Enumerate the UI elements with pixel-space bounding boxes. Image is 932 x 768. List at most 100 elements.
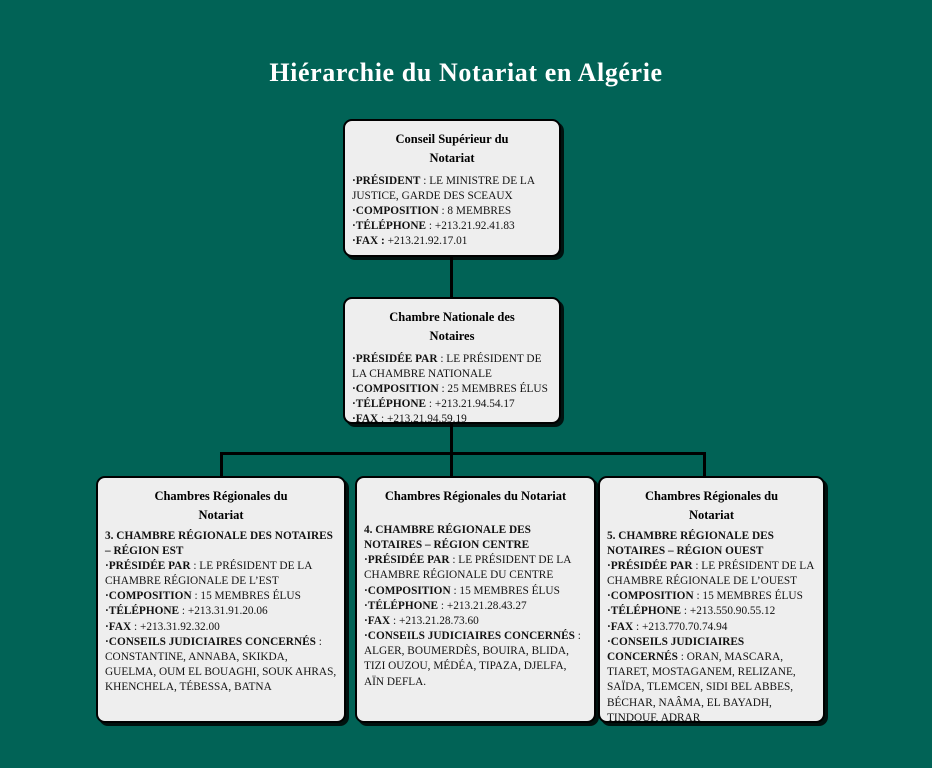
bullet-marker: · — [352, 382, 356, 395]
bullet-marker: · — [352, 352, 356, 365]
field-value: : 15 MEMBRES ÉLUS — [450, 584, 560, 597]
node-body: 3. CHAMBRE RÉGIONALE DES NOTAIRES – RÉGI… — [98, 525, 344, 704]
node-title: Chambre Nationale des Notaires — [345, 299, 559, 346]
node-field: ·COMPOSITION : 15 MEMBRES ÉLUS — [364, 584, 587, 599]
field-value: : ORAN, MASCARA, TIARET, MOSTAGANEM, REL… — [607, 651, 796, 723]
bullet-marker: · — [364, 599, 368, 612]
node-title-line-1: Conseil Supérieur du — [395, 132, 509, 146]
bullet-marker: · — [364, 630, 368, 643]
node-heading: 4. CHAMBRE RÉGIONALE DES NOTAIRES – RÉGI… — [364, 523, 531, 551]
field-value: +213.21.92.17.01 — [384, 235, 468, 248]
node-title: Chambres Régionales du Notariat — [600, 478, 823, 525]
node-conseil-superieur-du-notariat[interactable]: Conseil Supérieur du Notariat ·PRÉSIDENT… — [343, 119, 561, 257]
node-field: ·PRÉSIDÉE PAR : LE PRÉSIDENT DE LA CHAMB… — [607, 559, 816, 589]
node-chambre-regionale-region-est[interactable]: Chambres Régionales du Notariat 3. CHAMB… — [96, 476, 346, 723]
connector-drop-left — [220, 452, 223, 476]
node-field: ·COMPOSITION : 8 MEMBRES — [352, 204, 552, 219]
field-label: CONSEILS JUDICIAIRES CONCERNÉS — [367, 630, 575, 643]
connector-drop-center — [450, 452, 453, 476]
node-chambre-regionale-region-ouest[interactable]: Chambres Régionales du Notariat 5. CHAMB… — [598, 476, 825, 723]
node-field: ·CONSEILS JUDICIAIRES CONCERNÉS : ORAN, … — [607, 635, 816, 723]
field-label: TÉLÉPHONE — [355, 398, 427, 411]
node-field: ·PRÉSIDÉE PAR : LE PRÉSIDENT DE LA CHAMB… — [352, 352, 552, 382]
connector-horizontal-bar — [220, 452, 706, 455]
node-field: ·COMPOSITION : 25 MEMBRES ÉLUS — [352, 382, 552, 397]
field-value: : +213.21.92.41.83 — [426, 220, 515, 233]
node-chambre-regionale-region-centre[interactable]: Chambres Régionales du Notariat 4. CHAMB… — [355, 476, 596, 723]
node-field: ·CONSEILS JUDICIAIRES CONCERNÉS : ALGER,… — [364, 629, 587, 690]
node-field: ·FAX : +213.770.70.74.94 — [607, 620, 816, 635]
node-field: ·TÉLÉPHONE : +213.31.91.20.06 — [105, 604, 337, 619]
field-value: : +213.21.94.59.19 — [378, 413, 467, 424]
node-field: ·FAX : +213.21.28.73.60 — [364, 614, 587, 629]
node-heading: 5. CHAMBRE RÉGIONALE DES NOTAIRES – RÉGI… — [607, 529, 774, 557]
node-field: ·COMPOSITION : 15 MEMBRES ÉLUS — [607, 589, 816, 604]
field-value: : 15 MEMBRES ÉLUS — [191, 590, 301, 603]
field-label: CONSEILS JUDICIAIRES CONCERNÉS — [108, 635, 316, 648]
node-title-line-1: Chambres Régionales du Notariat — [384, 489, 567, 503]
field-label: COMPOSITION — [610, 590, 694, 603]
node-body: 4. CHAMBRE RÉGIONALE DES NOTAIRES – RÉGI… — [357, 519, 594, 698]
connector-vertical-top — [450, 257, 453, 297]
node-title-line-2: Notariat — [688, 507, 735, 522]
bullet-marker: · — [352, 413, 356, 424]
field-label: FAX — [367, 614, 391, 627]
node-body: ·PRÉSIDÉE PAR : LE PRÉSIDENT DE LA CHAMB… — [345, 346, 559, 424]
field-value: : +213.31.92.32.00 — [131, 620, 220, 633]
field-value: : LE PRÉSIDENT DE LA CHAMBRE RÉGIONALE D… — [105, 559, 312, 588]
node-title: Chambres Régionales du Notariat — [98, 478, 344, 525]
field-label: PRÉSIDÉE PAR — [108, 559, 191, 572]
node-field: ·TÉLÉPHONE : +213.21.28.43.27 — [364, 599, 587, 614]
field-label: FAX — [108, 620, 132, 633]
node-field: ·PRÉSIDENT : LE MINISTRE DE LA JUSTICE, … — [352, 174, 552, 204]
field-label: COMPOSITION — [355, 382, 439, 395]
field-label: TÉLÉPHONE — [367, 599, 439, 612]
field-value: : LE MINISTRE DE LA JUSTICE, GARDE DES S… — [352, 174, 535, 202]
bullet-marker: · — [607, 620, 611, 633]
field-label: CONSEILS JUDICIAIRES CONCERNÉS — [607, 635, 745, 663]
node-title-line-1: Chambres Régionales du — [644, 489, 779, 503]
node-title-line-2: Notariat — [429, 150, 475, 165]
node-field: ·COMPOSITION : 15 MEMBRES ÉLUS — [105, 589, 337, 604]
node-field: ·FAX : +213.21.94.59.19 — [352, 412, 552, 424]
field-label: TÉLÉPHONE — [355, 220, 427, 233]
bullet-marker: · — [105, 559, 109, 572]
field-value: : 8 MEMBRES — [438, 204, 512, 217]
connector-drop-right — [703, 452, 706, 476]
bullet-marker: · — [352, 204, 356, 217]
node-field: ·TÉLÉPHONE : +213.21.94.54.17 — [352, 397, 552, 412]
bullet-marker: · — [607, 605, 611, 618]
field-value: : CONSTANTINE, ANNABA, SKIKDA, GUELMA, O… — [105, 635, 337, 694]
node-title-line-2: Notariat — [198, 507, 244, 522]
field-label: PRÉSIDÉE PAR — [367, 554, 450, 567]
node-title-line-1: Chambres Régionales du — [154, 489, 288, 503]
field-value: : ALGER, BOUMERDÈS, BOUIRA, BLIDA, TIZI … — [364, 630, 581, 688]
bullet-marker: · — [607, 590, 611, 603]
node-title-line-2: Notaires — [429, 328, 475, 343]
bullet-marker: · — [105, 635, 109, 648]
node-body: 5. CHAMBRE RÉGIONALE DES NOTAIRES – RÉGI… — [600, 525, 823, 723]
node-field: ·CONSEILS JUDICIAIRES CONCERNÉS : CONSTA… — [105, 635, 337, 696]
field-label: FAX — [355, 413, 379, 424]
node-heading: 3. CHAMBRE RÉGIONALE DES NOTAIRES – RÉGI… — [105, 529, 333, 557]
node-field: ·PRÉSIDÉE PAR : LE PRÉSIDENT DE LA CHAMB… — [364, 553, 587, 583]
bullet-marker: · — [607, 559, 611, 572]
node-field: ·TÉLÉPHONE : +213.550.90.55.12 — [607, 604, 816, 619]
field-value: : LE PRÉSIDENT DE LA CHAMBRE RÉGIONALE D… — [364, 554, 571, 582]
field-value: : +213.31.91.20.06 — [179, 605, 268, 618]
page-title: Hiérarchie du Notariat en Algérie — [269, 58, 663, 87]
bullet-marker: · — [352, 174, 356, 187]
bullet-marker: · — [105, 605, 109, 618]
node-title-line-1: Chambre Nationale des — [389, 310, 515, 324]
node-title: Conseil Supérieur du Notariat — [345, 121, 559, 168]
field-value: : LE PRÉSIDENT DE LA CHAMBRE RÉGIONALE D… — [607, 559, 814, 588]
node-body: ·PRÉSIDENT : LE MINISTRE DE LA JUSTICE, … — [345, 168, 559, 256]
node-chambre-nationale-des-notaires[interactable]: Chambre Nationale des Notaires ·PRÉSIDÉE… — [343, 297, 561, 424]
bullet-marker: · — [105, 620, 109, 633]
field-value: : +213.550.90.55.12 — [681, 605, 776, 618]
bullet-marker: · — [352, 220, 356, 233]
bullet-marker: · — [364, 584, 368, 597]
node-field: ·FAX : +213.31.92.32.00 — [105, 620, 337, 635]
field-label: TÉLÉPHONE — [610, 605, 682, 618]
